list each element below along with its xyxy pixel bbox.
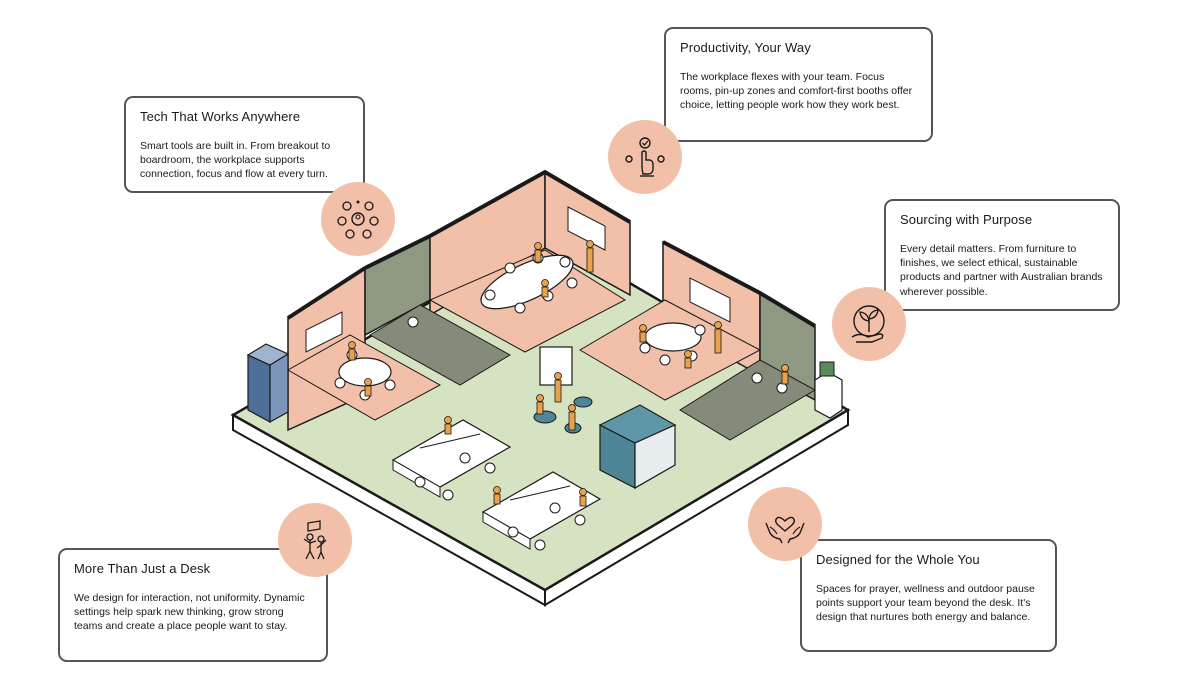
round-table-right bbox=[644, 322, 702, 352]
card-title: Designed for the Whole You bbox=[816, 552, 980, 567]
card-title: Tech That Works Anywhere bbox=[140, 109, 301, 124]
card-tech: Tech That Works Anywhere Smart tools are… bbox=[124, 96, 365, 193]
card-productivity: Productivity, Your Way The workplace fle… bbox=[664, 27, 933, 142]
badge-productivity bbox=[608, 120, 682, 194]
card-sourcing: Sourcing with Purpose Every detail matte… bbox=[884, 199, 1120, 311]
hand-touch-icon bbox=[625, 137, 665, 177]
card-title: Productivity, Your Way bbox=[680, 40, 811, 55]
card-body: We design for interaction, not uniformit… bbox=[74, 592, 305, 633]
card-whole-you: Designed for the Whole You Spaces for pr… bbox=[800, 539, 1057, 652]
card-body: Every detail matters. From furniture to … bbox=[900, 243, 1103, 298]
boardroom-table bbox=[480, 254, 574, 310]
card-desk: More Than Just a Desk We design for inte… bbox=[58, 548, 328, 662]
people-celebrating-icon bbox=[303, 520, 327, 560]
storage-lockers bbox=[247, 354, 271, 424]
people-network-icon bbox=[337, 200, 379, 239]
focus-room-floor bbox=[369, 304, 511, 386]
badge-whole-you bbox=[748, 487, 822, 561]
people-figures bbox=[348, 240, 789, 507]
card-title: More Than Just a Desk bbox=[74, 561, 211, 576]
badge-sourcing bbox=[832, 287, 906, 361]
hands-heart-icon bbox=[765, 516, 805, 544]
card-body: Spaces for prayer, wellness and outdoor … bbox=[816, 583, 1035, 624]
meeting-booth bbox=[598, 404, 677, 490]
card-body: Smart tools are built in. From breakout … bbox=[140, 140, 331, 181]
badge-tech bbox=[321, 182, 395, 256]
plant-in-hand-icon bbox=[851, 305, 885, 343]
card-title: Sourcing with Purpose bbox=[900, 212, 1033, 227]
card-body: The workplace flexes with your team. Foc… bbox=[680, 71, 913, 112]
badge-desk bbox=[278, 503, 352, 577]
